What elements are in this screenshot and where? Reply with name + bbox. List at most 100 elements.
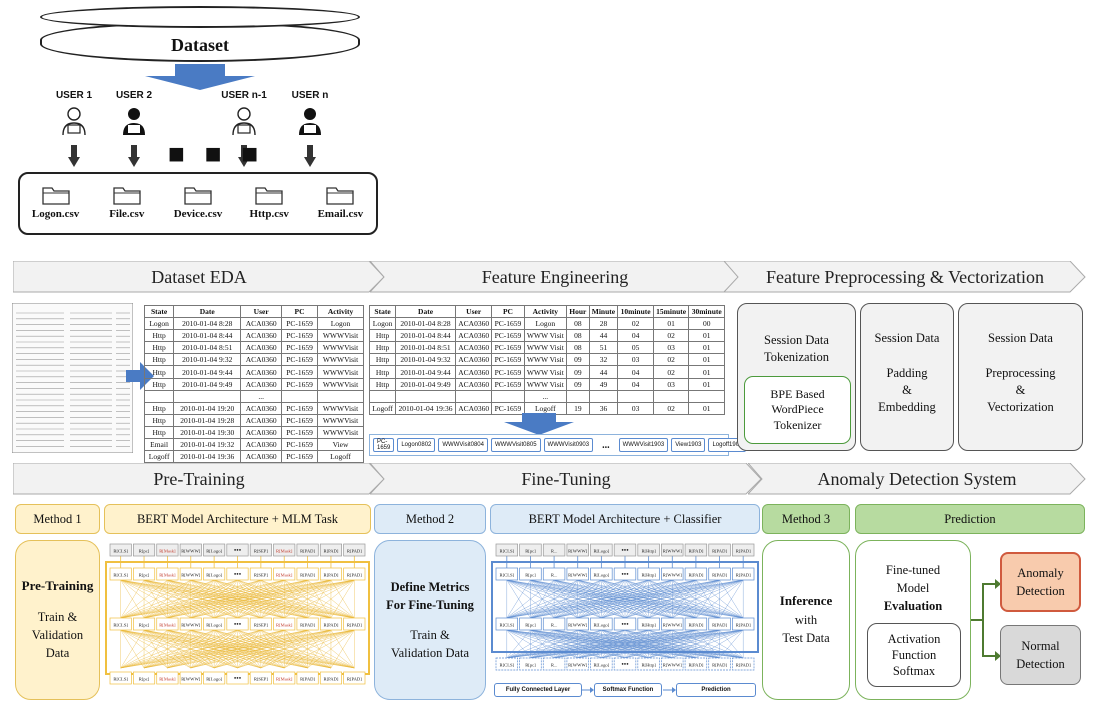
table-header-cell: Date	[395, 304, 456, 319]
token-box	[226, 543, 249, 557]
result-line: Detection	[1016, 584, 1065, 598]
table-cell: WWW Visit	[523, 341, 568, 355]
attention-line	[506, 629, 578, 659]
table-cell: 2010-01-04 8:51	[173, 341, 242, 355]
token-label: •••	[621, 547, 629, 555]
table-cell: 2010-01-04 8:28	[395, 317, 456, 331]
token-label: R[PAD]	[300, 623, 315, 628]
token-box	[519, 657, 542, 671]
token-label: R[Mask]	[276, 623, 293, 628]
token-label: R[CLS]	[113, 549, 128, 554]
dataset-cylinder: Dataset	[40, 22, 360, 62]
token-label: R[PAD]	[736, 623, 751, 628]
token-label: R[Mask]	[276, 677, 293, 682]
table-cell: 01	[688, 341, 725, 355]
box-line: Vectorization	[987, 399, 1054, 414]
attention-line	[506, 579, 720, 619]
token-box	[495, 657, 518, 671]
user-filled-icon	[299, 108, 321, 135]
token-box	[684, 567, 708, 581]
activation-softmax-box: Activation Function Softmax	[867, 623, 961, 687]
table-cell	[281, 389, 319, 403]
token-box	[226, 671, 249, 685]
token-label: R[CLS]	[113, 573, 128, 578]
token-label: R[Http]	[641, 573, 656, 578]
pretrain-title: Pre-Training	[21, 578, 94, 594]
token-box	[109, 543, 132, 557]
table-cell: 2010-01-04 8:28	[173, 317, 242, 331]
table-cell: Http	[143, 401, 175, 415]
file-label: Logon.csv	[31, 208, 80, 220]
panel-line: Activation	[887, 631, 941, 646]
table-cell: ACA0360	[240, 341, 283, 355]
panel-line: Fine-tuned	[885, 563, 941, 577]
attention-line	[120, 579, 285, 619]
token-label: R[Mask]	[159, 623, 176, 628]
attention-line	[506, 579, 531, 619]
token-label: R[pc]	[139, 573, 150, 578]
attention-line	[506, 579, 673, 619]
token-box	[590, 543, 613, 557]
table-cell: Logon	[317, 317, 364, 331]
table-cell: 00	[688, 317, 725, 331]
token-box	[203, 617, 226, 631]
stage-label: Feature Engineering	[481, 266, 629, 287]
table-cell: ACA0360	[454, 341, 493, 355]
table-cell: Http	[143, 353, 175, 367]
token-label: R[WWW]	[663, 549, 683, 554]
token-box	[613, 657, 637, 671]
table-cell: 08	[566, 317, 590, 331]
attention-line	[554, 579, 744, 619]
token-chip: WWWVisit0805	[490, 438, 541, 452]
raw-spreadsheet-thumbnail	[12, 303, 133, 453]
stage-chevron: Fine-Tuning	[370, 463, 762, 495]
attention-line	[672, 579, 744, 619]
table-cell: 2010-01-04 19:20	[173, 401, 242, 415]
attention-line	[144, 629, 355, 669]
table-cell: 01	[652, 317, 690, 331]
token-box	[637, 567, 660, 581]
box-line: &	[1015, 382, 1026, 397]
attention-line	[648, 629, 744, 659]
table-cell: 2010-01-04 9:44	[173, 365, 242, 379]
attention-line	[330, 579, 355, 619]
token-box	[179, 671, 202, 685]
table-cell: ACA0360	[240, 438, 283, 452]
token-box	[613, 567, 637, 581]
token-label: R[PAD]	[688, 623, 703, 628]
token-box	[542, 543, 566, 557]
table-cell	[588, 389, 619, 403]
folder-icon	[41, 187, 70, 205]
token-label: •••	[234, 621, 242, 629]
token-box	[343, 543, 366, 557]
token-box	[296, 617, 319, 631]
table-header-cell: Date	[173, 304, 242, 319]
stage-chevron: Anomaly Detection System	[748, 463, 1086, 495]
stage-label: Pre-Training	[153, 468, 245, 489]
table-cell	[491, 389, 525, 403]
token-label: R[PAD]	[736, 549, 751, 554]
table-cell: 03	[652, 341, 690, 355]
box-line: Preprocessing	[985, 365, 1056, 380]
table-cell: PC-1659	[281, 365, 319, 379]
token-chip: WWWVisit1903	[618, 438, 669, 452]
token-box	[273, 617, 296, 631]
attention-line	[284, 629, 355, 669]
token-box	[613, 543, 637, 557]
panel-line: Data	[45, 646, 70, 661]
token-box	[684, 543, 708, 557]
token-label: R[PAD]	[712, 573, 727, 578]
table-cell: 01	[688, 329, 725, 343]
table-cell: WWWVisit	[317, 353, 364, 367]
table-cell: 2010-01-04 9:49	[395, 377, 456, 391]
finetune-architecture-label: BERT Model Architecture + Classifier	[490, 504, 760, 534]
table-cell: ACA0360	[454, 377, 493, 391]
table-cell: 02	[652, 353, 690, 367]
